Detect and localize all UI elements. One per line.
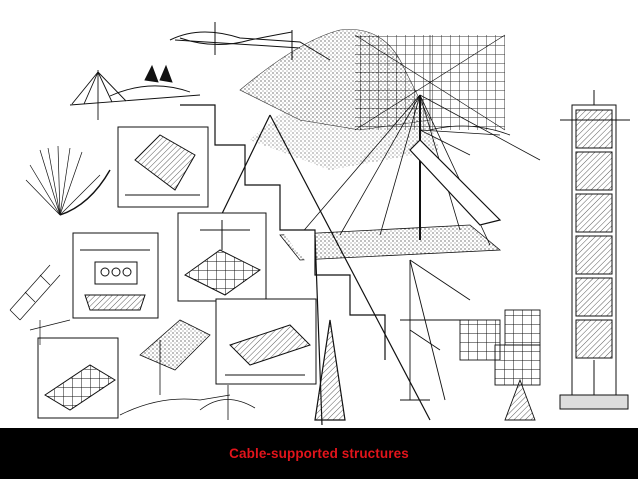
inset-panel-top	[117, 126, 209, 208]
tall-tower-drawing	[559, 90, 630, 410]
cable-net-grid-diagonals	[354, 34, 506, 131]
central-stadium-drawing	[279, 94, 541, 261]
inset-panel-lower	[215, 298, 317, 385]
stepped-diagonal-drawing	[179, 104, 431, 426]
lattice-drawing	[9, 264, 71, 345]
inset-panel-middle	[177, 212, 267, 302]
inset-panel-middle-left	[72, 232, 159, 319]
slide-caption: Cable-supported structures	[229, 446, 409, 461]
mast-structures-drawing	[400, 259, 541, 421]
cable-stayed-bridge-drawing	[69, 64, 201, 120]
tent-structures-drawing	[119, 319, 256, 420]
suspension-bridge-drawing	[169, 22, 331, 61]
caption-bar: Cable-supported structures	[0, 428, 638, 479]
cable-structures-illustration	[9, 22, 630, 426]
inset-panel-bottom-left	[37, 337, 119, 419]
fan-cable-drawing	[25, 145, 111, 216]
